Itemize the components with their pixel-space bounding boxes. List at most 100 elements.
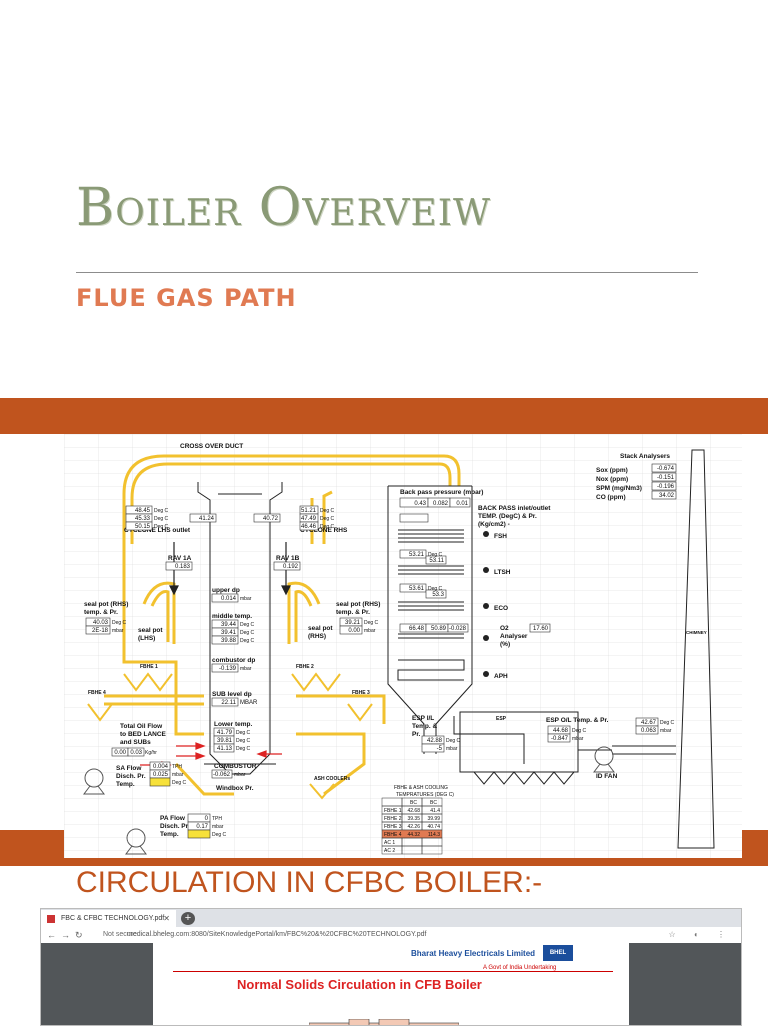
chimney-temp: 42.67 <box>641 720 657 726</box>
middle-temp-3: 39.88 <box>221 638 237 644</box>
co-label: CO (ppm) <box>596 494 626 501</box>
fbhe-4-label: FBHE 4 <box>88 690 106 696</box>
eco-value-1: 66.48 <box>409 626 425 632</box>
unit-degc: Deg C <box>112 620 127 626</box>
pa-flow-value: 0 <box>205 816 209 822</box>
unit-degc: Deg C <box>320 524 335 530</box>
middle-temp-1: 39.44 <box>221 622 237 628</box>
ltsh-temp-2: 53.3 <box>432 592 444 598</box>
unit-degc: Deg C <box>154 508 169 514</box>
esp-outlet-pressure: -0.847 <box>551 736 569 742</box>
slide-subtitle: FLUE GAS PATH <box>76 284 297 312</box>
cyclone-lhs-temp-1: 48.45 <box>135 508 151 514</box>
browser-tab[interactable]: FBC & CFBC TECHNOLOGY.pdf ✕ <box>41 910 176 927</box>
sa-flow-value: 0.004 <box>153 764 169 770</box>
sa-temp-label: Temp. <box>116 781 135 788</box>
reload-icon[interactable]: ↻ <box>75 930 83 940</box>
unit-degc: Deg C <box>172 780 187 786</box>
fbhe-cell: 42.68 <box>407 808 420 814</box>
esp-outlet-temp: 44.68 <box>553 728 569 734</box>
ltsh-label: LTSH <box>494 569 511 576</box>
unit-mbar: mbar <box>172 772 184 778</box>
unit-degc: Deg C <box>240 630 255 636</box>
fbhe-row-label: FBHE 2 <box>384 816 402 822</box>
sa-disch-label: Disch. Pr. <box>116 773 146 780</box>
back-pass-temp-label: BACK PASS inlet/outlet <box>478 505 551 512</box>
back-icon[interactable]: ← <box>47 930 56 940</box>
fbhe-row-label: FBHE 3 <box>384 824 402 830</box>
unit-mbar: mbar <box>212 824 224 830</box>
unit-degc: Deg C <box>154 516 169 522</box>
unit-degc: Deg C <box>320 508 335 514</box>
windbox-label: Windbox Pr. <box>216 785 254 792</box>
pa-temp-label: Temp. <box>160 831 179 838</box>
url-field[interactable]: medical.bheleg.com:8080/SiteKnowledgePor… <box>127 931 427 938</box>
back-pass-pressure-3: 0.01 <box>456 501 468 507</box>
fbhe-cell: 40.74 <box>427 824 440 830</box>
new-tab-icon[interactable]: + <box>181 912 195 925</box>
unit-degc: Deg C <box>240 622 255 628</box>
stack-analysers-label: Stack Analysers <box>620 453 670 460</box>
section-title-circulation: CIRCULATION IN CFBC BOILER:- <box>76 866 543 899</box>
lower-temp-label: Lower temp. <box>214 721 252 728</box>
diagram-fragment <box>309 1019 459 1025</box>
rav-1b-label: RAV 1B <box>276 555 300 562</box>
backpass-coils <box>397 529 465 681</box>
chimney-pressure: 0.063 <box>641 728 657 734</box>
unit-degc: Deg C <box>212 832 227 838</box>
unit-kgh: Kg/hr <box>145 750 157 756</box>
sub-level-dp-unit: MBAR <box>240 700 258 706</box>
fbhe-row-label: FBHE 1 <box>384 808 402 814</box>
bhel-logo: BHEL <box>543 945 573 961</box>
toolbar-icons[interactable]: ☆ ◐ ⋮ <box>668 930 733 939</box>
unit-degc: Deg C <box>660 720 675 726</box>
esp-il-label-2: Temp. & <box>412 723 437 730</box>
boiler-diagram-svg: CROSS OVER DUCT Stack Analysers CYCLONE … <box>64 434 742 858</box>
back-pass-pressure-1: 0.43 <box>414 501 426 507</box>
fans <box>83 746 615 855</box>
address-bar: ← → ↻ Not secure medical.bheleg.com:8080… <box>41 927 741 944</box>
windbox-value: -0.062 <box>213 772 231 778</box>
id-fan-label: ID FAN <box>596 773 618 780</box>
total-oil-label-3: and SUBs <box>120 739 151 746</box>
fsh-temp: 53.21 <box>409 552 425 558</box>
fsh-temp-2: 53.11 <box>429 558 444 564</box>
decor-band-top <box>0 398 768 434</box>
fbhe-table: FBHE & ASH COOLING TEMPRATURES (DEG C) B… <box>381 785 454 855</box>
fbhe-2-label: FBHE 2 <box>296 664 314 670</box>
esp-ol-label: ESP O/L Temp. & Pr. <box>546 717 609 724</box>
cyclone-rhs-temp-2: 47.49 <box>301 516 317 522</box>
slide-title: Boiler Overveiw <box>76 178 491 238</box>
ltsh-temp: 53.61 <box>409 586 425 592</box>
pdf-icon <box>47 915 55 923</box>
unit-degc: Deg C <box>428 586 443 592</box>
unit-degc: Deg C <box>236 746 251 752</box>
eco-label: ECO <box>494 605 508 612</box>
middle-temp-label: middle temp. <box>212 613 252 620</box>
browser-tabbar: FBC & CFBC TECHNOLOGY.pdf ✕ + <box>41 909 741 927</box>
unit-degc: Deg C <box>364 620 379 626</box>
seal-pot-hoppers <box>87 672 373 800</box>
combustor-label: COMBUSTOR <box>214 763 257 770</box>
title-divider <box>76 272 698 273</box>
seal-pot-r-label-2: (RHS) <box>308 633 326 640</box>
pdf-title: Normal Solids Circulation in CFB Boiler <box>237 977 482 992</box>
close-icon[interactable]: ✕ <box>163 914 170 923</box>
esp-il-label-3: Pr. <box>412 731 421 738</box>
unit-degc: Deg C <box>240 638 255 644</box>
fbhe-header-bc: BC <box>430 800 437 806</box>
fbhe-table-title: FBHE & ASH COOLING <box>394 785 448 791</box>
seal-pot-l-label-2: (LHS) <box>138 635 155 642</box>
cyclone-rhs-mid: 40.72 <box>263 516 279 522</box>
upper-dp-label: upper dp <box>212 587 240 594</box>
upper-dp-value: 0.014 <box>221 596 237 602</box>
unit-mbar: mbar <box>572 736 584 742</box>
forward-icon[interactable]: → <box>61 930 70 940</box>
total-oil-label: Total Oil Flow <box>120 723 163 730</box>
spm-value: -0.196 <box>657 484 675 490</box>
unit-mbar: mbar <box>240 666 252 672</box>
cyclone-rhs-temp-1: 51.21 <box>301 508 317 514</box>
unit-degc: Deg C <box>446 738 461 744</box>
back-pass-temp-label-3: (Kg/cm2) - <box>478 521 510 528</box>
ash-coolers-label: ASH COOLERs <box>314 776 350 782</box>
